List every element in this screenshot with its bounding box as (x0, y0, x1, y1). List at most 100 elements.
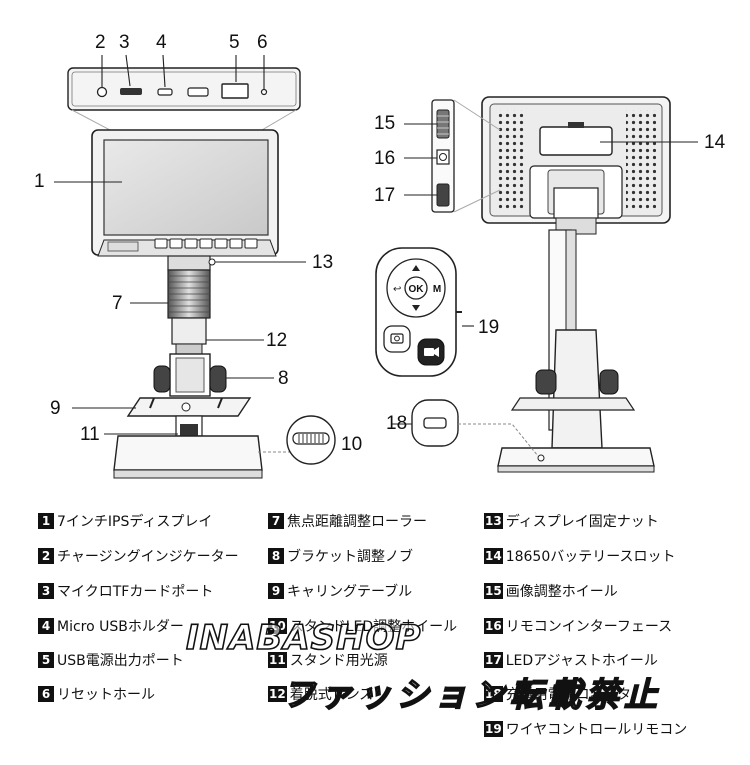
led-adjust-wheel-icon (436, 183, 450, 207)
callout-7: 7 (112, 293, 123, 314)
legend-label: ディスプレイ固定ナット (505, 514, 659, 530)
callout-15: 15 (374, 113, 396, 134)
legend-badge: 15 (484, 583, 503, 599)
legend-label: 着脱式レンズ (289, 687, 374, 703)
callout-9: 9 (50, 398, 61, 419)
legend-badge: 17 (484, 652, 503, 668)
legend-badge: 2 (38, 548, 54, 564)
svg-text:↩: ↩ (393, 284, 401, 295)
legend-label: リセットホール (57, 687, 155, 703)
usb-power-port-icon (187, 87, 209, 97)
legend-label: キャリングテーブル (287, 584, 413, 600)
callout-11: 11 (80, 424, 100, 445)
callout-19: 19 (478, 317, 500, 338)
legend-label: Micro USBホルダー (57, 619, 184, 635)
legend-badge: 6 (38, 686, 54, 702)
callout-4: 4 (156, 32, 167, 53)
legend-badge: 11 (268, 652, 287, 668)
remote-ok-button (404, 276, 428, 300)
callout-12: 12 (266, 330, 288, 351)
display-unit (91, 129, 279, 257)
legend-label: リモコンインターフェース (505, 619, 673, 635)
legend-label: チャージングインジケーター (57, 549, 239, 565)
side-port-strip (431, 99, 501, 213)
legend-label: 充電用電源コネクタ (505, 687, 632, 703)
remote-interface-icon (439, 153, 447, 161)
legend-label: スタンド用光源 (289, 653, 388, 669)
legend-badge: 10 (268, 618, 287, 634)
callout-10: 10 (341, 434, 363, 455)
legend-label: 7インチIPSディスプレイ (57, 514, 213, 530)
callout-16: 16 (374, 148, 396, 169)
micro-usb-port-icon (157, 88, 173, 96)
usb-output-port-icon (221, 83, 249, 99)
legend-badge: 18 (484, 686, 503, 702)
legend-badge: 9 (268, 583, 284, 599)
legend-label: LEDアジャストホイール (505, 653, 658, 669)
remote-photo-button (383, 325, 411, 353)
battery-slot (539, 126, 613, 156)
legend-badge: 4 (38, 618, 54, 634)
connector-zoom (411, 399, 539, 457)
callout-8: 8 (278, 368, 289, 389)
power-connector-icon (537, 454, 545, 462)
legend-badge: 13 (484, 513, 503, 529)
display-screen (103, 139, 269, 236)
display-fix-nut-icon (208, 258, 216, 266)
remote-m-label: M (433, 284, 441, 295)
legend-label: マイクロTFカードポート (57, 584, 214, 600)
legend-badge: 8 (268, 548, 284, 564)
legend-label: 18650バッテリースロット (505, 549, 676, 565)
legend-label: ブラケット調整ノブ (287, 549, 413, 565)
tf-card-port-icon (120, 88, 142, 95)
legend-label: 画像調整ホイール (505, 584, 618, 600)
legend-badge: 5 (38, 652, 54, 668)
callout-6: 6 (257, 32, 268, 53)
callout-17: 17 (374, 185, 396, 206)
legend-badge: 14 (484, 548, 503, 564)
legend-label: スタンドLED調整ホイール (289, 619, 458, 635)
wired-remote: ↩ OK M (375, 247, 462, 377)
port-panel (67, 67, 301, 111)
callout-5: 5 (229, 32, 240, 53)
callout-14: 14 (704, 132, 726, 153)
display-buttons (154, 238, 258, 249)
callout-3: 3 (119, 32, 130, 53)
legend-label: ワイヤコントロールリモコン (505, 722, 688, 738)
legend-label: 焦点距離調整ローラー (287, 514, 427, 530)
callout-1: 1 (34, 171, 45, 192)
remote-ok-label: OK (409, 284, 425, 295)
charging-indicator-icon (96, 86, 108, 98)
watermark-no-reprint: ファッション転載禁止 (281, 674, 662, 715)
rear-view (481, 96, 671, 473)
legend-badge: 16 (484, 618, 503, 634)
reset-hole-icon (260, 88, 268, 96)
bracket-knob-icon (153, 365, 171, 393)
legend-badge: 19 (484, 721, 503, 737)
front-stand (113, 255, 263, 479)
callout-18: 18 (386, 413, 408, 434)
detachable-lens (171, 317, 207, 345)
legend-badge: 1 (38, 513, 54, 529)
watermark-shop: INABASHOP (185, 617, 422, 659)
